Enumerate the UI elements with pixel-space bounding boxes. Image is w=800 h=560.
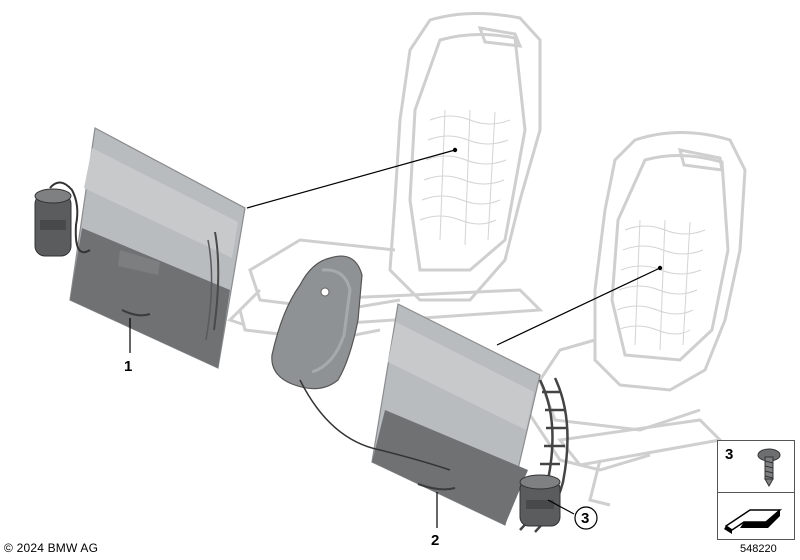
wire-mesh-left <box>419 109 511 246</box>
callout-3: 3 <box>581 510 589 527</box>
side-bolster <box>271 255 451 471</box>
leader-dot-1 <box>452 147 458 153</box>
lumbar-pump-1 <box>34 181 91 257</box>
leader-line-panel1-to-seat <box>246 149 456 209</box>
leader-dot-2 <box>657 265 663 271</box>
seat-frame-left <box>227 12 544 342</box>
diagram-number: 548220 <box>740 543 777 555</box>
leader-line-3 <box>547 499 575 515</box>
callout-1: 1 <box>124 358 132 375</box>
screw-icon <box>757 448 781 488</box>
angled-arrow-icon <box>724 509 783 534</box>
legend-item-number: 3 <box>725 446 734 463</box>
leader-lines <box>129 149 661 528</box>
backrest-panel-1 <box>69 127 246 369</box>
callout-3-circle <box>574 506 598 530</box>
leader-line-panel2-to-seat <box>496 267 661 346</box>
backrest-panel-2 <box>371 303 541 526</box>
legend-arrow-box <box>717 492 795 540</box>
wire-mesh-right <box>616 219 706 351</box>
copyright-text: © 2024 BMW AG <box>4 541 99 555</box>
callout-2: 2 <box>431 532 439 549</box>
legend-screw-box: 3 <box>717 440 795 494</box>
lumbar-pump-2 <box>519 474 561 527</box>
